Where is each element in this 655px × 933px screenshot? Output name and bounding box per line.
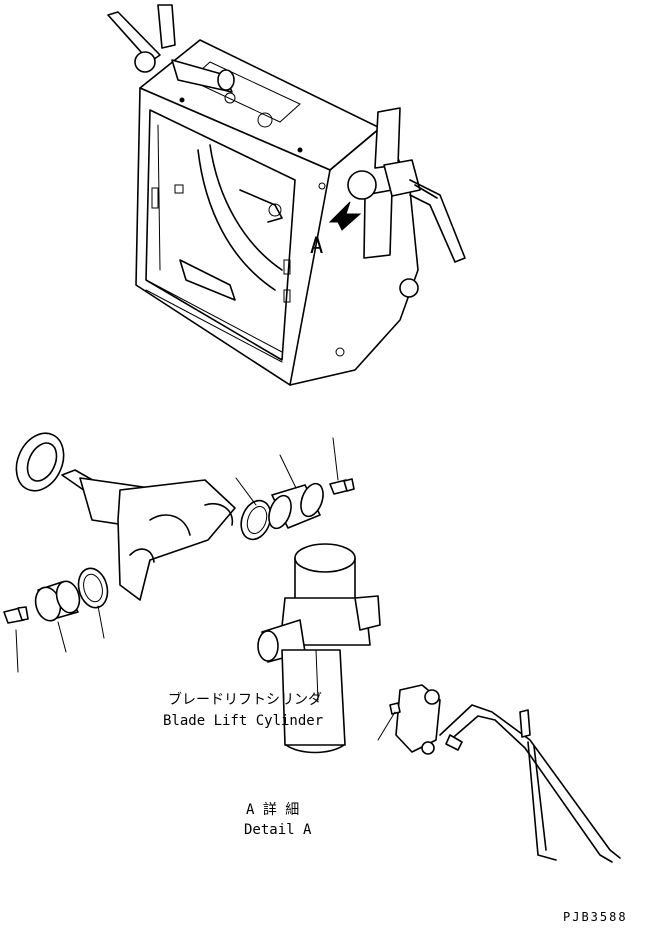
snap-ring-left [77,567,109,609]
pin-bracket [389,684,441,755]
cylinder-label-jp: ブレードリフトシリンダ [168,691,322,708]
drawing-code: PJB3588 [563,910,628,924]
grease-fitting-right [329,478,355,495]
bushing-right [268,482,324,530]
grease-fitting-left [3,606,29,624]
snap-ring-right [240,499,272,541]
view-label-a: A [310,234,323,259]
large-ring [15,432,65,492]
detail-title-en: Detail A [244,822,312,838]
frame-assembly: A [107,4,466,386]
guard-rod [439,704,621,863]
detail-title-jp: A 詳 細 [246,802,299,818]
blade-lift-cylinder [257,543,381,754]
exploded-parts [3,432,621,863]
leader-lines [15,437,396,741]
bushing-left [34,580,81,622]
trunnion-yoke [61,469,236,601]
cylinder-label-en: Blade Lift Cylinder [163,713,323,729]
